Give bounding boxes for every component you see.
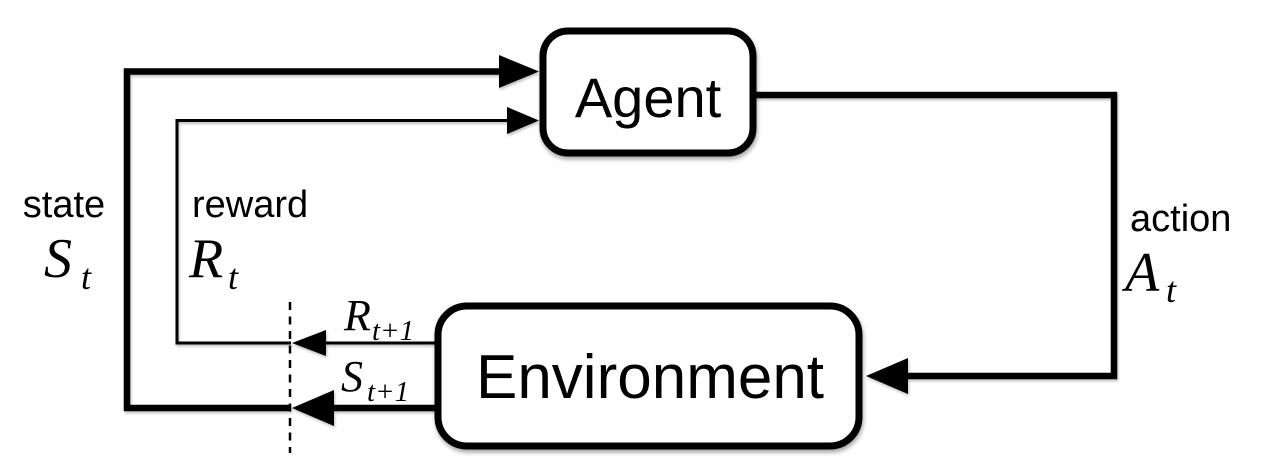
reward-word-label: reward (192, 184, 308, 226)
state-into-agent-arrowhead (499, 55, 539, 88)
next-state-symbol: S (341, 352, 363, 401)
next-reward-arrowhead (292, 330, 326, 356)
action-into-environment-arrowhead (866, 358, 908, 394)
next-reward-symbol: R (343, 291, 371, 340)
action-word-label: action (1130, 198, 1231, 240)
state-wire (123, 68, 505, 412)
agent-box (539, 27, 757, 157)
state-word-label: state (23, 184, 105, 226)
action-symbol-subscript: t (1166, 270, 1177, 310)
environment-box (434, 302, 863, 450)
state-symbol: S (44, 228, 72, 290)
next-state-arrowhead (292, 390, 334, 426)
next-reward-subscript: t+1 (372, 315, 414, 347)
reward-symbol-subscript: t (228, 257, 239, 297)
reward-symbol: R (188, 228, 223, 290)
reward-wire (175, 119, 512, 345)
environment-label: Environment (476, 343, 824, 412)
action-wire (756, 91, 1118, 380)
state-symbol-subscript: t (81, 257, 92, 297)
reward-into-agent-arrowhead (507, 107, 539, 134)
action-symbol: A (1121, 242, 1160, 304)
agent-label: Agent (575, 66, 722, 129)
next-state-subscript: t+1 (367, 376, 409, 408)
